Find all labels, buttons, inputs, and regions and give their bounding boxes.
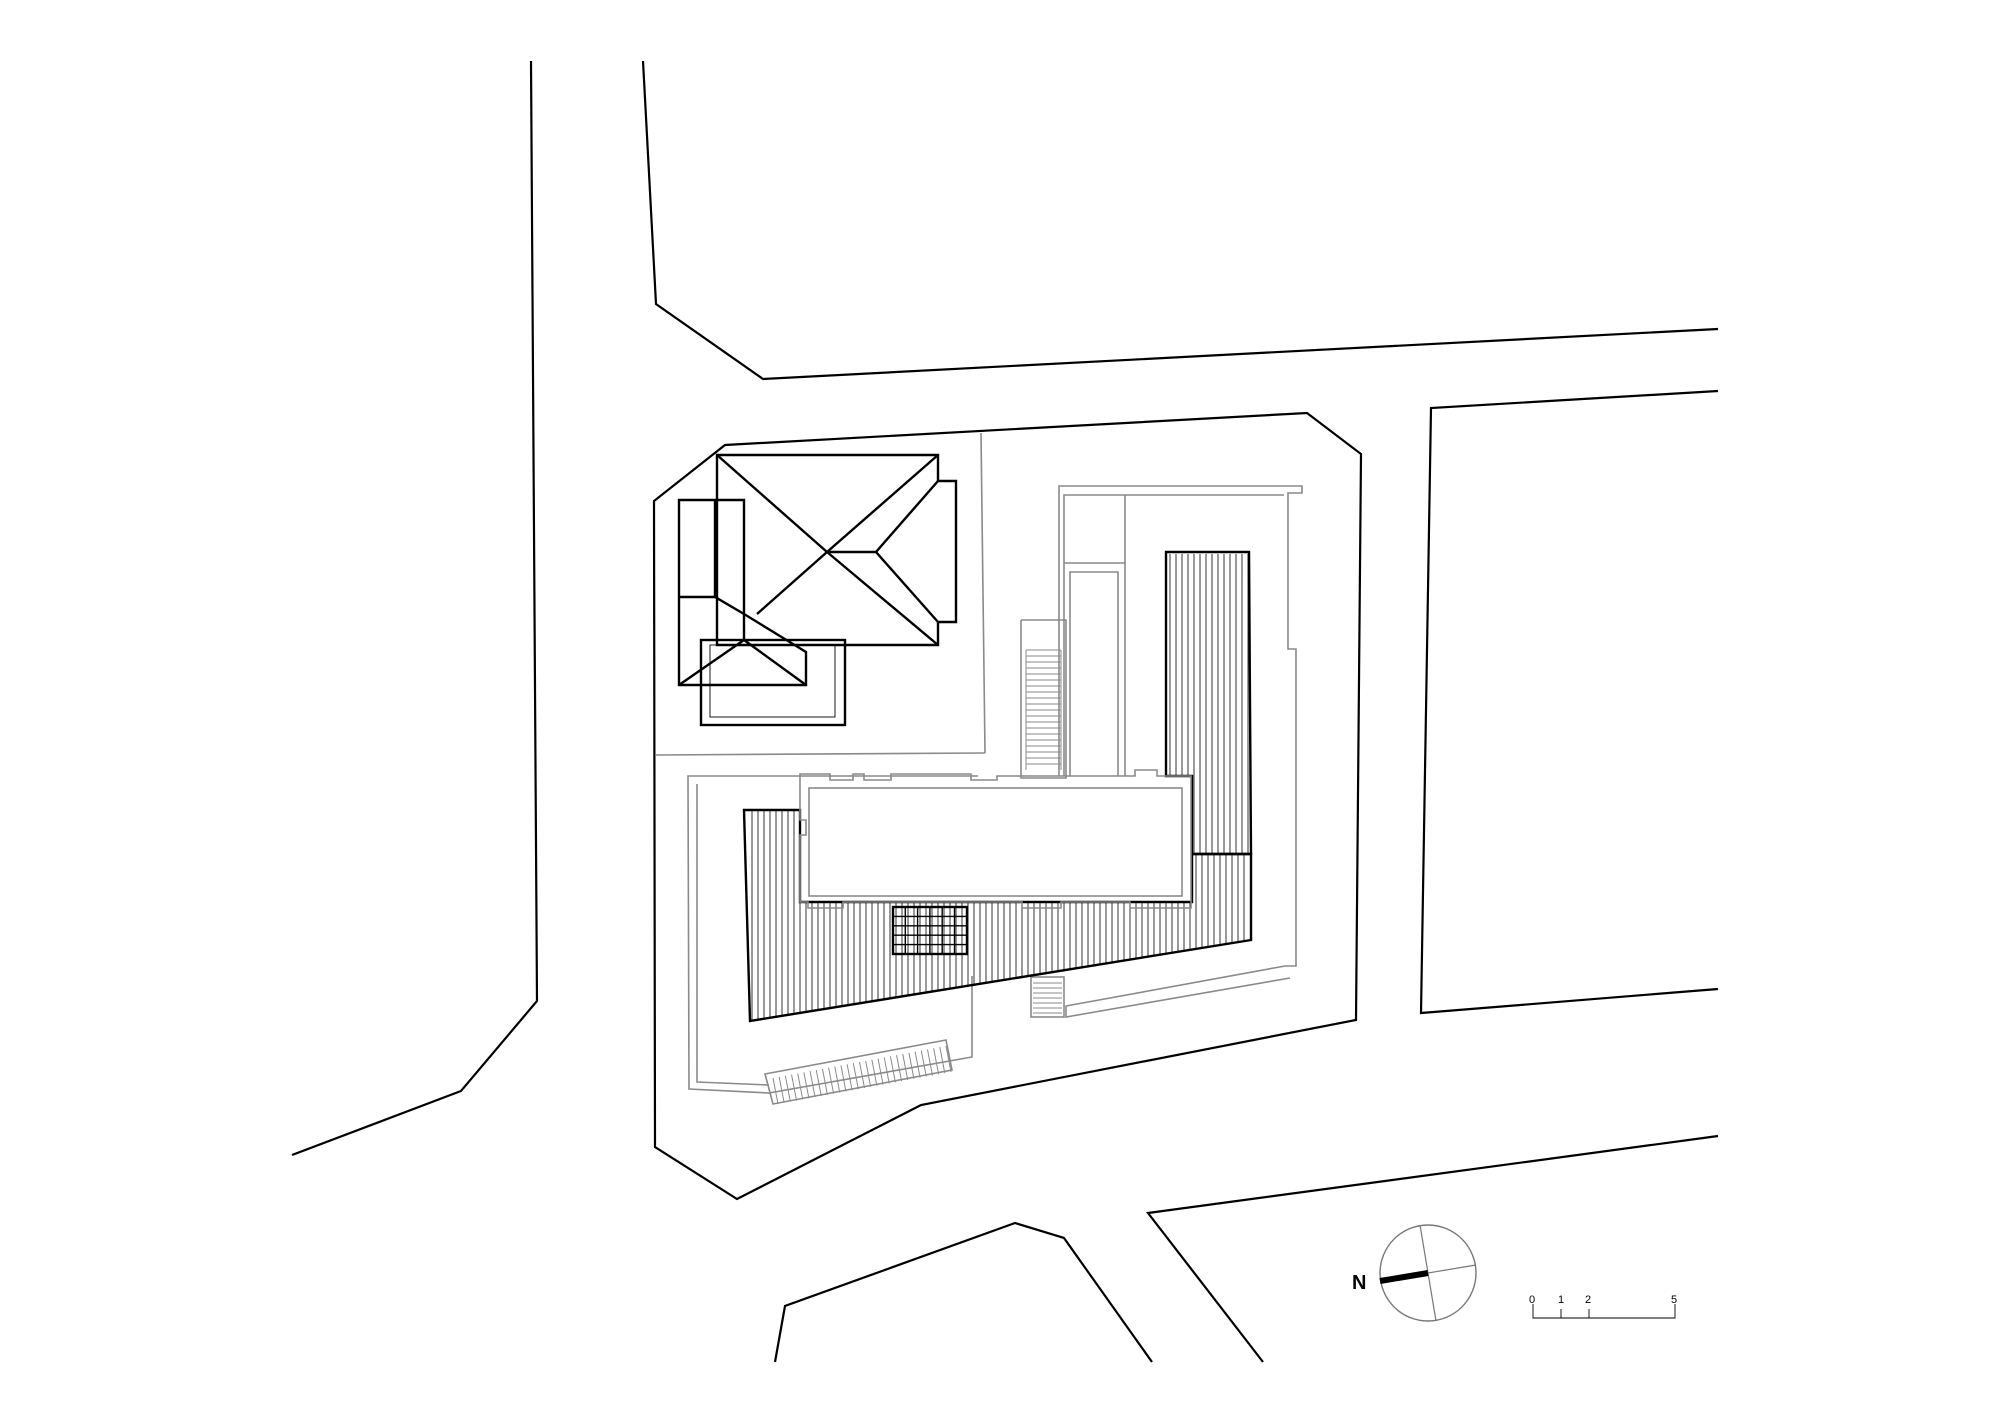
stair-tread: [852, 1063, 859, 1090]
skylight: [891, 905, 969, 956]
block-outline-west: [291, 60, 539, 1157]
stair-tread: [784, 1075, 791, 1102]
stair-east-treads: [1033, 982, 1062, 1014]
north-arrow: N: [1352, 1224, 1477, 1322]
roof-upper-wing: [1164, 550, 1253, 856]
roof-hip-1: [716, 454, 828, 553]
stair-tread: [840, 1065, 847, 1092]
roof-lower-outline: [742, 808, 1253, 1023]
stair-south-outline: [764, 1039, 953, 1105]
house-terrace: [699, 638, 847, 727]
north-arrow-circle: [1379, 1224, 1477, 1322]
house-west-wing: [677, 498, 808, 687]
new-building-outline: [687, 485, 1303, 1094]
stair-tread: [821, 1068, 828, 1095]
scale-label-0: 0: [1529, 1294, 1535, 1306]
stair-tread: [865, 1060, 872, 1087]
roof-upper-outline: [1164, 550, 1253, 856]
site-subdivisions: [655, 432, 986, 756]
roof-hip-2: [826, 454, 939, 553]
stair-tread: [846, 1064, 853, 1091]
block-outline-south: [773, 1221, 1153, 1363]
upper-wing-outline: [1058, 485, 1303, 967]
lot-line-vertical: [980, 432, 986, 754]
stair-tread: [933, 1048, 940, 1075]
existing-house: [677, 453, 958, 727]
roof-lower-hatch: [751, 810, 1245, 1021]
site-boundary: [652, 411, 1363, 1201]
stair-tread: [809, 1071, 816, 1098]
stair-tread: [834, 1066, 841, 1093]
stair-tread: [896, 1055, 903, 1082]
lower-wing-outer: [687, 775, 978, 1094]
stair-north-treads: [1025, 649, 1062, 770]
lower-wing-outer-2: [696, 784, 770, 1086]
upper-wing-core-2: [1069, 571, 1119, 776]
block-outline-north: [641, 60, 1719, 381]
roof-hip-3: [756, 551, 828, 615]
stair-north: [1020, 619, 1067, 779]
west-wing-hip-3: [743, 639, 807, 686]
stair-tread: [914, 1051, 921, 1078]
stair-tread: [828, 1067, 835, 1094]
central-roof-block: [799, 769, 1192, 909]
scale-label-5: 5: [1671, 1294, 1677, 1306]
roof-hip-4: [826, 551, 939, 646]
stair-tread: [889, 1056, 896, 1083]
stair-south-treads: [772, 1045, 952, 1105]
block-outline-east: [1419, 389, 1719, 1015]
stair-east: [1030, 976, 1065, 1018]
block-outline-south-east: [1145, 1134, 1719, 1363]
stair-tread: [926, 1049, 933, 1076]
stair-tread: [772, 1077, 779, 1105]
lot-line-horizontal: [655, 752, 986, 756]
north-label: N: [1352, 1272, 1366, 1294]
scale-label-2: 2: [1585, 1294, 1591, 1306]
roof-upper-hatch: [1169, 554, 1249, 854]
stair-tread: [871, 1059, 878, 1086]
house-terrace-inner: [709, 644, 836, 718]
street-outlines: [291, 60, 1719, 1363]
stair-tread: [791, 1074, 798, 1101]
stair-tread: [778, 1076, 785, 1103]
stair-tread: [939, 1047, 946, 1074]
stair-tread: [803, 1072, 810, 1099]
upper-wing-core: [1064, 562, 1126, 776]
stair-tread: [815, 1069, 822, 1097]
stair-tread: [877, 1058, 884, 1085]
stair-tread: [883, 1057, 890, 1084]
roof-lower-wing: [742, 808, 1253, 1023]
north-arrow-needle: [1379, 1270, 1429, 1284]
stair-tread: [859, 1061, 865, 1089]
east-lower-outline: [1065, 965, 1291, 1018]
central-roof-inner: [808, 787, 1183, 897]
stair-tread: [902, 1053, 909, 1081]
stair-tread: [797, 1073, 804, 1100]
house-main-roof: [715, 453, 958, 647]
stair-tread: [908, 1052, 915, 1079]
scale-bar: 0 1 2 5: [1529, 1294, 1677, 1319]
stair-north-outline: [1020, 619, 1067, 779]
west-wing-hip: [679, 595, 745, 616]
stair-tread: [945, 1045, 952, 1073]
stair-tread: [920, 1050, 927, 1077]
scale-label-1: 1: [1558, 1294, 1564, 1306]
west-wing-hip-2: [678, 639, 745, 686]
scale-bar-line: [1532, 1304, 1676, 1319]
upper-wing-inner: [1063, 494, 1284, 776]
central-roof-outline: [799, 769, 1192, 909]
skylight-cells: [893, 907, 967, 954]
stair-south: [764, 1039, 953, 1105]
stair-east-outline: [1030, 976, 1065, 1018]
